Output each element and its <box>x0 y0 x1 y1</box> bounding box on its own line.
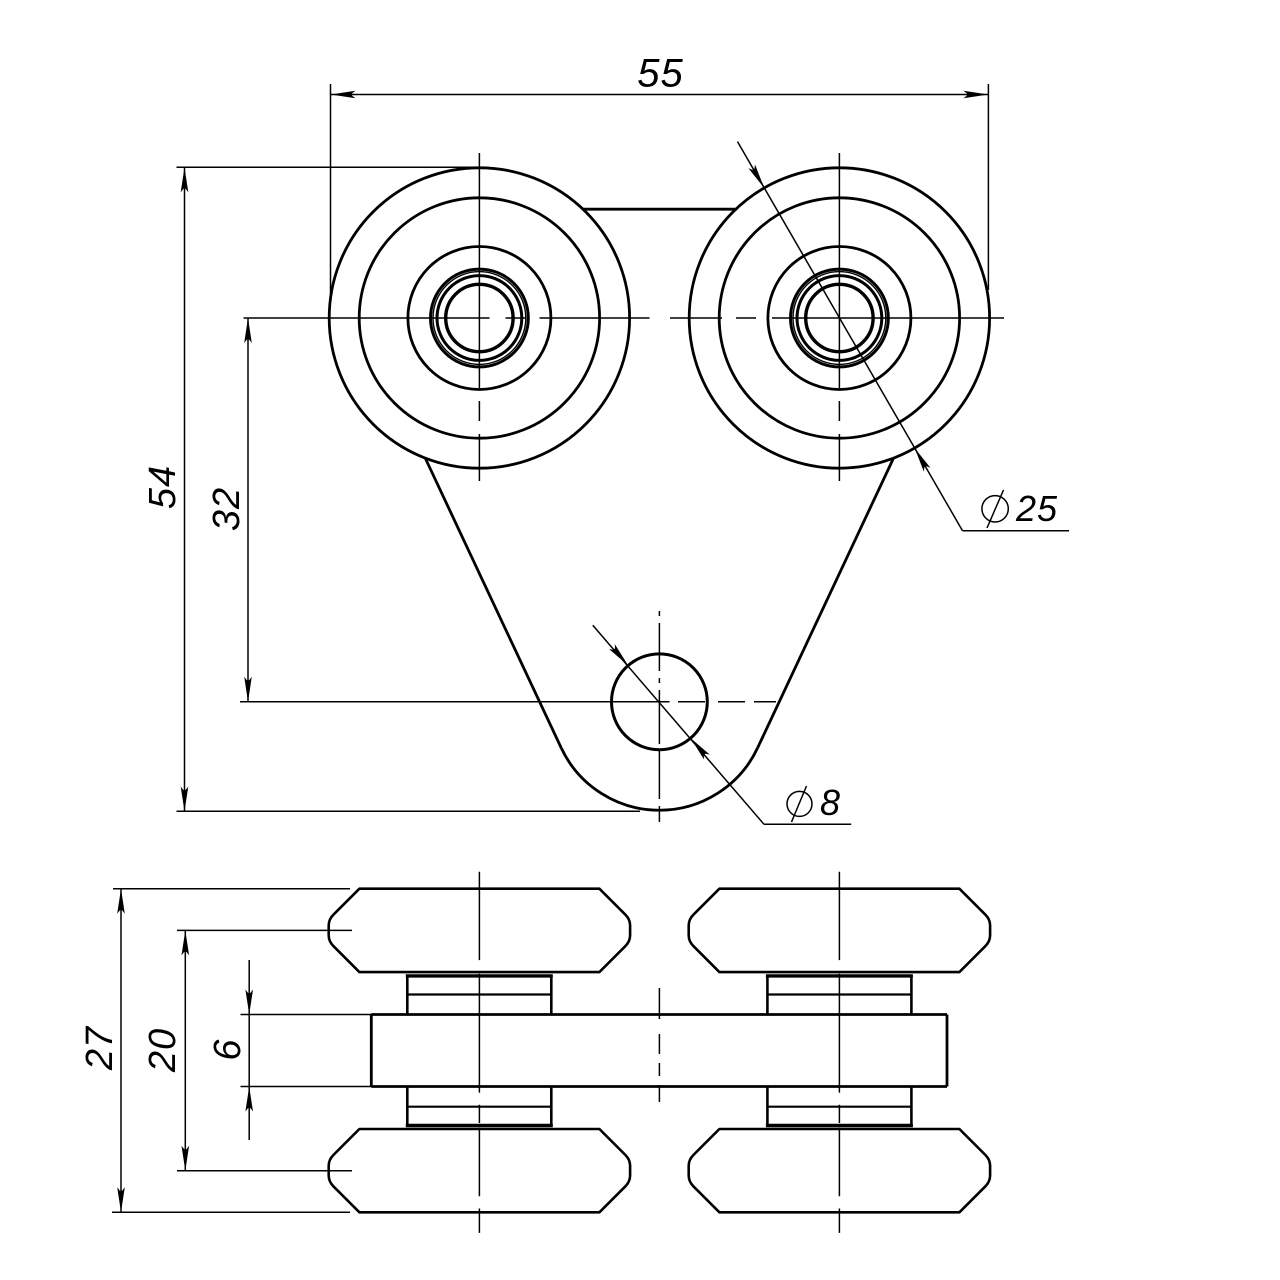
svg-text:32: 32 <box>206 487 248 531</box>
svg-text:25: 25 <box>1015 488 1058 529</box>
svg-text:55: 55 <box>637 52 684 96</box>
svg-text:27: 27 <box>79 1025 121 1071</box>
svg-text:8: 8 <box>820 782 841 823</box>
svg-text:20: 20 <box>142 1028 184 1073</box>
svg-text:54: 54 <box>142 465 184 509</box>
svg-text:6: 6 <box>207 1038 249 1060</box>
